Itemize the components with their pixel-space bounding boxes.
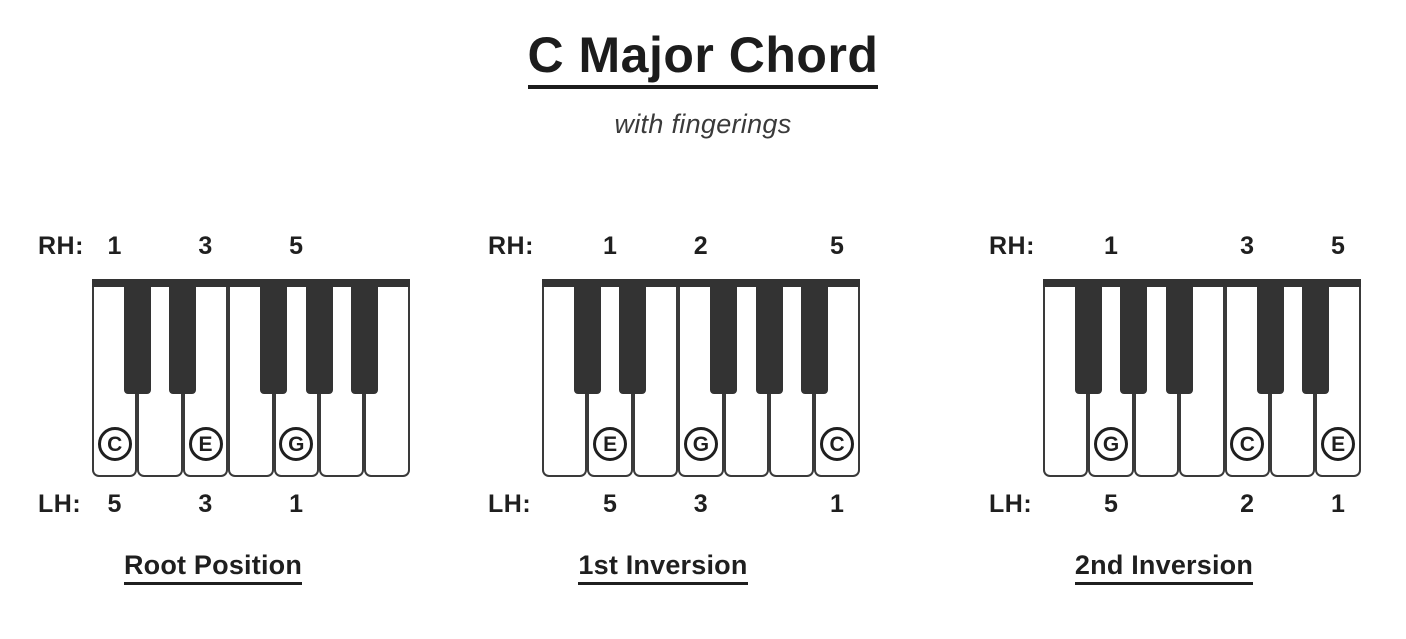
black-key[interactable] (350, 279, 378, 394)
black-key[interactable] (710, 279, 738, 394)
note-marker-c: C (1230, 427, 1265, 461)
left-hand-finger-number: 1 (829, 490, 844, 518)
black-key[interactable] (1301, 279, 1329, 394)
note-marker-e: E (188, 427, 223, 461)
black-key[interactable] (1165, 279, 1193, 394)
left-hand-finger-number: 3 (198, 490, 213, 518)
left-hand-finger-number: 5 (107, 490, 122, 518)
note-marker-g: G (1094, 427, 1129, 461)
left-hand-finger-number: 5 (1103, 490, 1118, 518)
right-hand-finger-number: 5 (289, 232, 304, 260)
black-key[interactable] (800, 279, 828, 394)
note-marker-c: C (97, 427, 132, 461)
right-hand-fingering-row: RH: 1 3 5 (981, 232, 1347, 266)
page-subtitle: with fingerings (614, 109, 792, 139)
note-marker-c: C (820, 427, 855, 461)
left-hand-finger-number: 1 (289, 490, 304, 518)
left-hand-finger-number: 2 (1240, 490, 1255, 518)
black-key[interactable] (619, 279, 647, 394)
diagram-caption: 1st Inversion (480, 550, 846, 585)
diagram-caption: Root Position (30, 550, 396, 585)
right-hand-finger-number: 1 (602, 232, 617, 260)
right-hand-finger-number: 1 (107, 232, 122, 260)
right-hand-label: RH: (488, 232, 534, 260)
black-key[interactable] (755, 279, 783, 394)
black-key[interactable] (123, 279, 151, 394)
note-marker-g: G (279, 427, 314, 461)
black-key[interactable] (1256, 279, 1284, 394)
right-hand-finger-number: 2 (693, 232, 708, 260)
left-hand-fingering-row: LH: 5 2 1 (981, 490, 1347, 524)
left-hand-label: LH: (488, 490, 532, 518)
left-hand-finger-number: 1 (1330, 490, 1345, 518)
diagram-caption-text: 2nd Inversion (1074, 550, 1254, 585)
note-marker-e: E (1321, 427, 1356, 461)
right-hand-fingering-row: RH: 1 3 5 (30, 232, 396, 266)
right-hand-finger-number: 3 (1240, 232, 1255, 260)
left-hand-finger-number: 3 (693, 490, 708, 518)
black-key[interactable] (260, 279, 288, 394)
left-hand-label: LH: (38, 490, 82, 518)
page-title: C Major Chord (0, 0, 1406, 89)
black-key[interactable] (305, 279, 333, 394)
diagram-caption-text: 1st Inversion (578, 550, 748, 585)
right-hand-finger-number: 5 (1330, 232, 1345, 260)
black-key[interactable] (1074, 279, 1102, 394)
right-hand-finger-number: 5 (829, 232, 844, 260)
black-key[interactable] (169, 279, 197, 394)
left-hand-label: LH: (989, 490, 1033, 518)
right-hand-finger-number: 3 (198, 232, 213, 260)
diagram-caption-text: Root Position (123, 550, 303, 585)
page-header: C Major Chord with fingerings (0, 0, 1406, 140)
right-hand-finger-number: 1 (1103, 232, 1118, 260)
right-hand-fingering-row: RH: 1 2 5 (480, 232, 846, 266)
right-hand-label: RH: (38, 232, 84, 260)
diagram-caption: 2nd Inversion (981, 550, 1347, 585)
black-key[interactable] (1120, 279, 1148, 394)
note-marker-g: G (683, 427, 718, 461)
page-title-text: C Major Chord (527, 28, 879, 89)
left-hand-fingering-row: LH: 5 3 1 (30, 490, 396, 524)
black-key[interactable] (573, 279, 601, 394)
left-hand-finger-number: 5 (602, 490, 617, 518)
left-hand-fingering-row: LH: 5 3 1 (480, 490, 846, 524)
note-marker-e: E (593, 427, 628, 461)
right-hand-label: RH: (989, 232, 1035, 260)
